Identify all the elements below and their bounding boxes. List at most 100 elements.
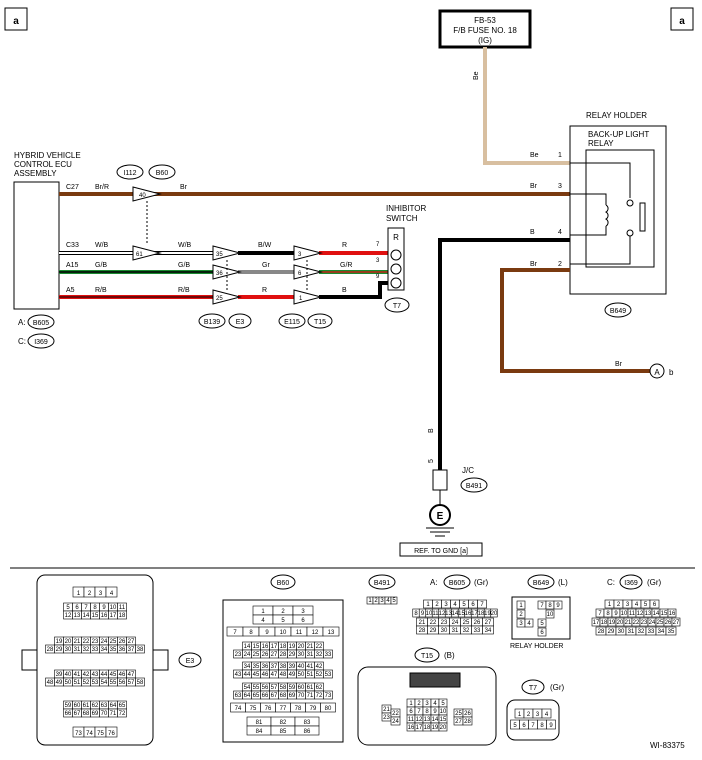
pin-cell xyxy=(117,708,127,718)
svg-text:1: 1 xyxy=(558,152,562,159)
svg-text:Br: Br xyxy=(530,183,538,190)
pin-number: 35 xyxy=(110,647,117,653)
svg-text:C:: C: xyxy=(18,337,26,346)
pin-number: 28 xyxy=(47,647,54,653)
pin-number: 28 xyxy=(598,629,605,635)
pin-number: 6 xyxy=(522,723,526,729)
pin-number: 22 xyxy=(633,620,640,626)
pin-number: 77 xyxy=(280,706,287,712)
pin-number: 84 xyxy=(256,729,263,735)
pin-cell xyxy=(322,626,340,637)
pin-number: 6 xyxy=(471,602,475,608)
pin-number: 22 xyxy=(316,644,323,650)
pin-cell xyxy=(117,610,127,620)
pin-number: 45 xyxy=(110,672,117,678)
pin-number: 36 xyxy=(262,664,269,670)
svg-text:B139: B139 xyxy=(204,319,220,326)
pin-number: 70 xyxy=(101,711,108,717)
connector-pin-35 xyxy=(212,245,242,261)
pin-cell xyxy=(516,600,526,610)
pin-number: 19 xyxy=(609,620,616,626)
pin-number: 3 xyxy=(519,621,523,627)
pin-number: 3 xyxy=(301,609,305,615)
pin-number: 49 xyxy=(56,680,63,686)
svg-text:C27: C27 xyxy=(66,184,79,191)
svg-text:I369: I369 xyxy=(34,339,48,346)
pin-number: 61 xyxy=(83,703,90,709)
pin-number: 1 xyxy=(518,712,522,718)
pin-number: 43 xyxy=(235,672,242,678)
pin-number: 31 xyxy=(74,647,81,653)
pin-number: 17 xyxy=(271,644,278,650)
svg-text:C:: C: xyxy=(607,578,615,587)
pin-number: 46 xyxy=(262,672,269,678)
pin-number: 14 xyxy=(432,717,439,723)
pin-number: 23 xyxy=(641,620,648,626)
pin-number: 8 xyxy=(548,603,552,609)
pin-number: 67 xyxy=(271,693,278,699)
pin-number: 27 xyxy=(485,620,492,626)
wire-br-to-a xyxy=(500,268,650,373)
pin-number: 64 xyxy=(244,693,251,699)
svg-text:a: a xyxy=(13,16,19,27)
pin-number: 34 xyxy=(485,628,492,634)
svg-text:C33: C33 xyxy=(66,242,79,249)
pin-number: 10 xyxy=(280,630,287,636)
pin-number: 48 xyxy=(280,672,287,678)
connector-i112: I112 xyxy=(116,164,144,180)
pin-number: 39 xyxy=(289,664,296,670)
pin-number: 65 xyxy=(119,703,126,709)
pin-number: 7 xyxy=(417,709,421,715)
pin-number: 71 xyxy=(307,693,314,699)
pin-number: 50 xyxy=(298,672,305,678)
svg-text:Be: Be xyxy=(473,71,480,80)
pin-number: 31 xyxy=(628,629,635,635)
svg-text:3: 3 xyxy=(376,258,380,264)
svg-text:W/B: W/B xyxy=(178,242,192,249)
pin-cell xyxy=(667,608,677,618)
pin-number: 8 xyxy=(540,723,544,729)
svg-text:RELAY HOLDER: RELAY HOLDER xyxy=(510,643,563,650)
pin-number: 9 xyxy=(102,605,106,611)
svg-text:B: B xyxy=(342,287,347,294)
connector-pin-25 xyxy=(212,289,242,305)
pin-number: 55 xyxy=(253,685,260,691)
connector-pin-40 xyxy=(132,186,162,202)
pin-number: 60 xyxy=(298,685,305,691)
pin-cell xyxy=(105,586,118,598)
pin-number: 5 xyxy=(66,605,70,611)
svg-text:REF. TO GND [a]: REF. TO GND [a] xyxy=(414,548,468,555)
pin-number: 18 xyxy=(601,620,608,626)
pin-number: 35 xyxy=(253,664,260,670)
pin-cell xyxy=(294,725,320,736)
pin-number: 85 xyxy=(280,729,287,735)
pin-number: 29 xyxy=(56,647,63,653)
svg-text:a: a xyxy=(679,16,685,27)
pin-number: 75 xyxy=(97,731,104,737)
pin-number: 22 xyxy=(430,620,437,626)
pin-cell xyxy=(541,708,552,719)
pin-number: 14 xyxy=(653,611,660,617)
pin-number: 7 xyxy=(84,605,88,611)
svg-text:(B): (B) xyxy=(444,651,455,660)
pin-number: 28 xyxy=(280,652,287,658)
pin-number: 53 xyxy=(92,680,99,686)
pin-number: 11 xyxy=(296,630,303,636)
pin-number: 37 xyxy=(271,664,278,670)
pin-number: 8 xyxy=(414,611,418,617)
pin-number: 56 xyxy=(119,680,126,686)
svg-text:A:: A: xyxy=(430,578,438,587)
pin-number: 26 xyxy=(665,620,672,626)
pin-number: 1 xyxy=(77,591,81,597)
svg-text:T7: T7 xyxy=(393,303,401,310)
pin-number: 80 xyxy=(325,706,332,712)
pin-number: 27 xyxy=(673,620,680,626)
pin-number: 6 xyxy=(75,605,79,611)
pin-number: 5 xyxy=(644,602,648,608)
pin-number: 14 xyxy=(83,613,90,619)
pin-number: 86 xyxy=(304,729,311,735)
pin-number: 4 xyxy=(386,598,390,604)
